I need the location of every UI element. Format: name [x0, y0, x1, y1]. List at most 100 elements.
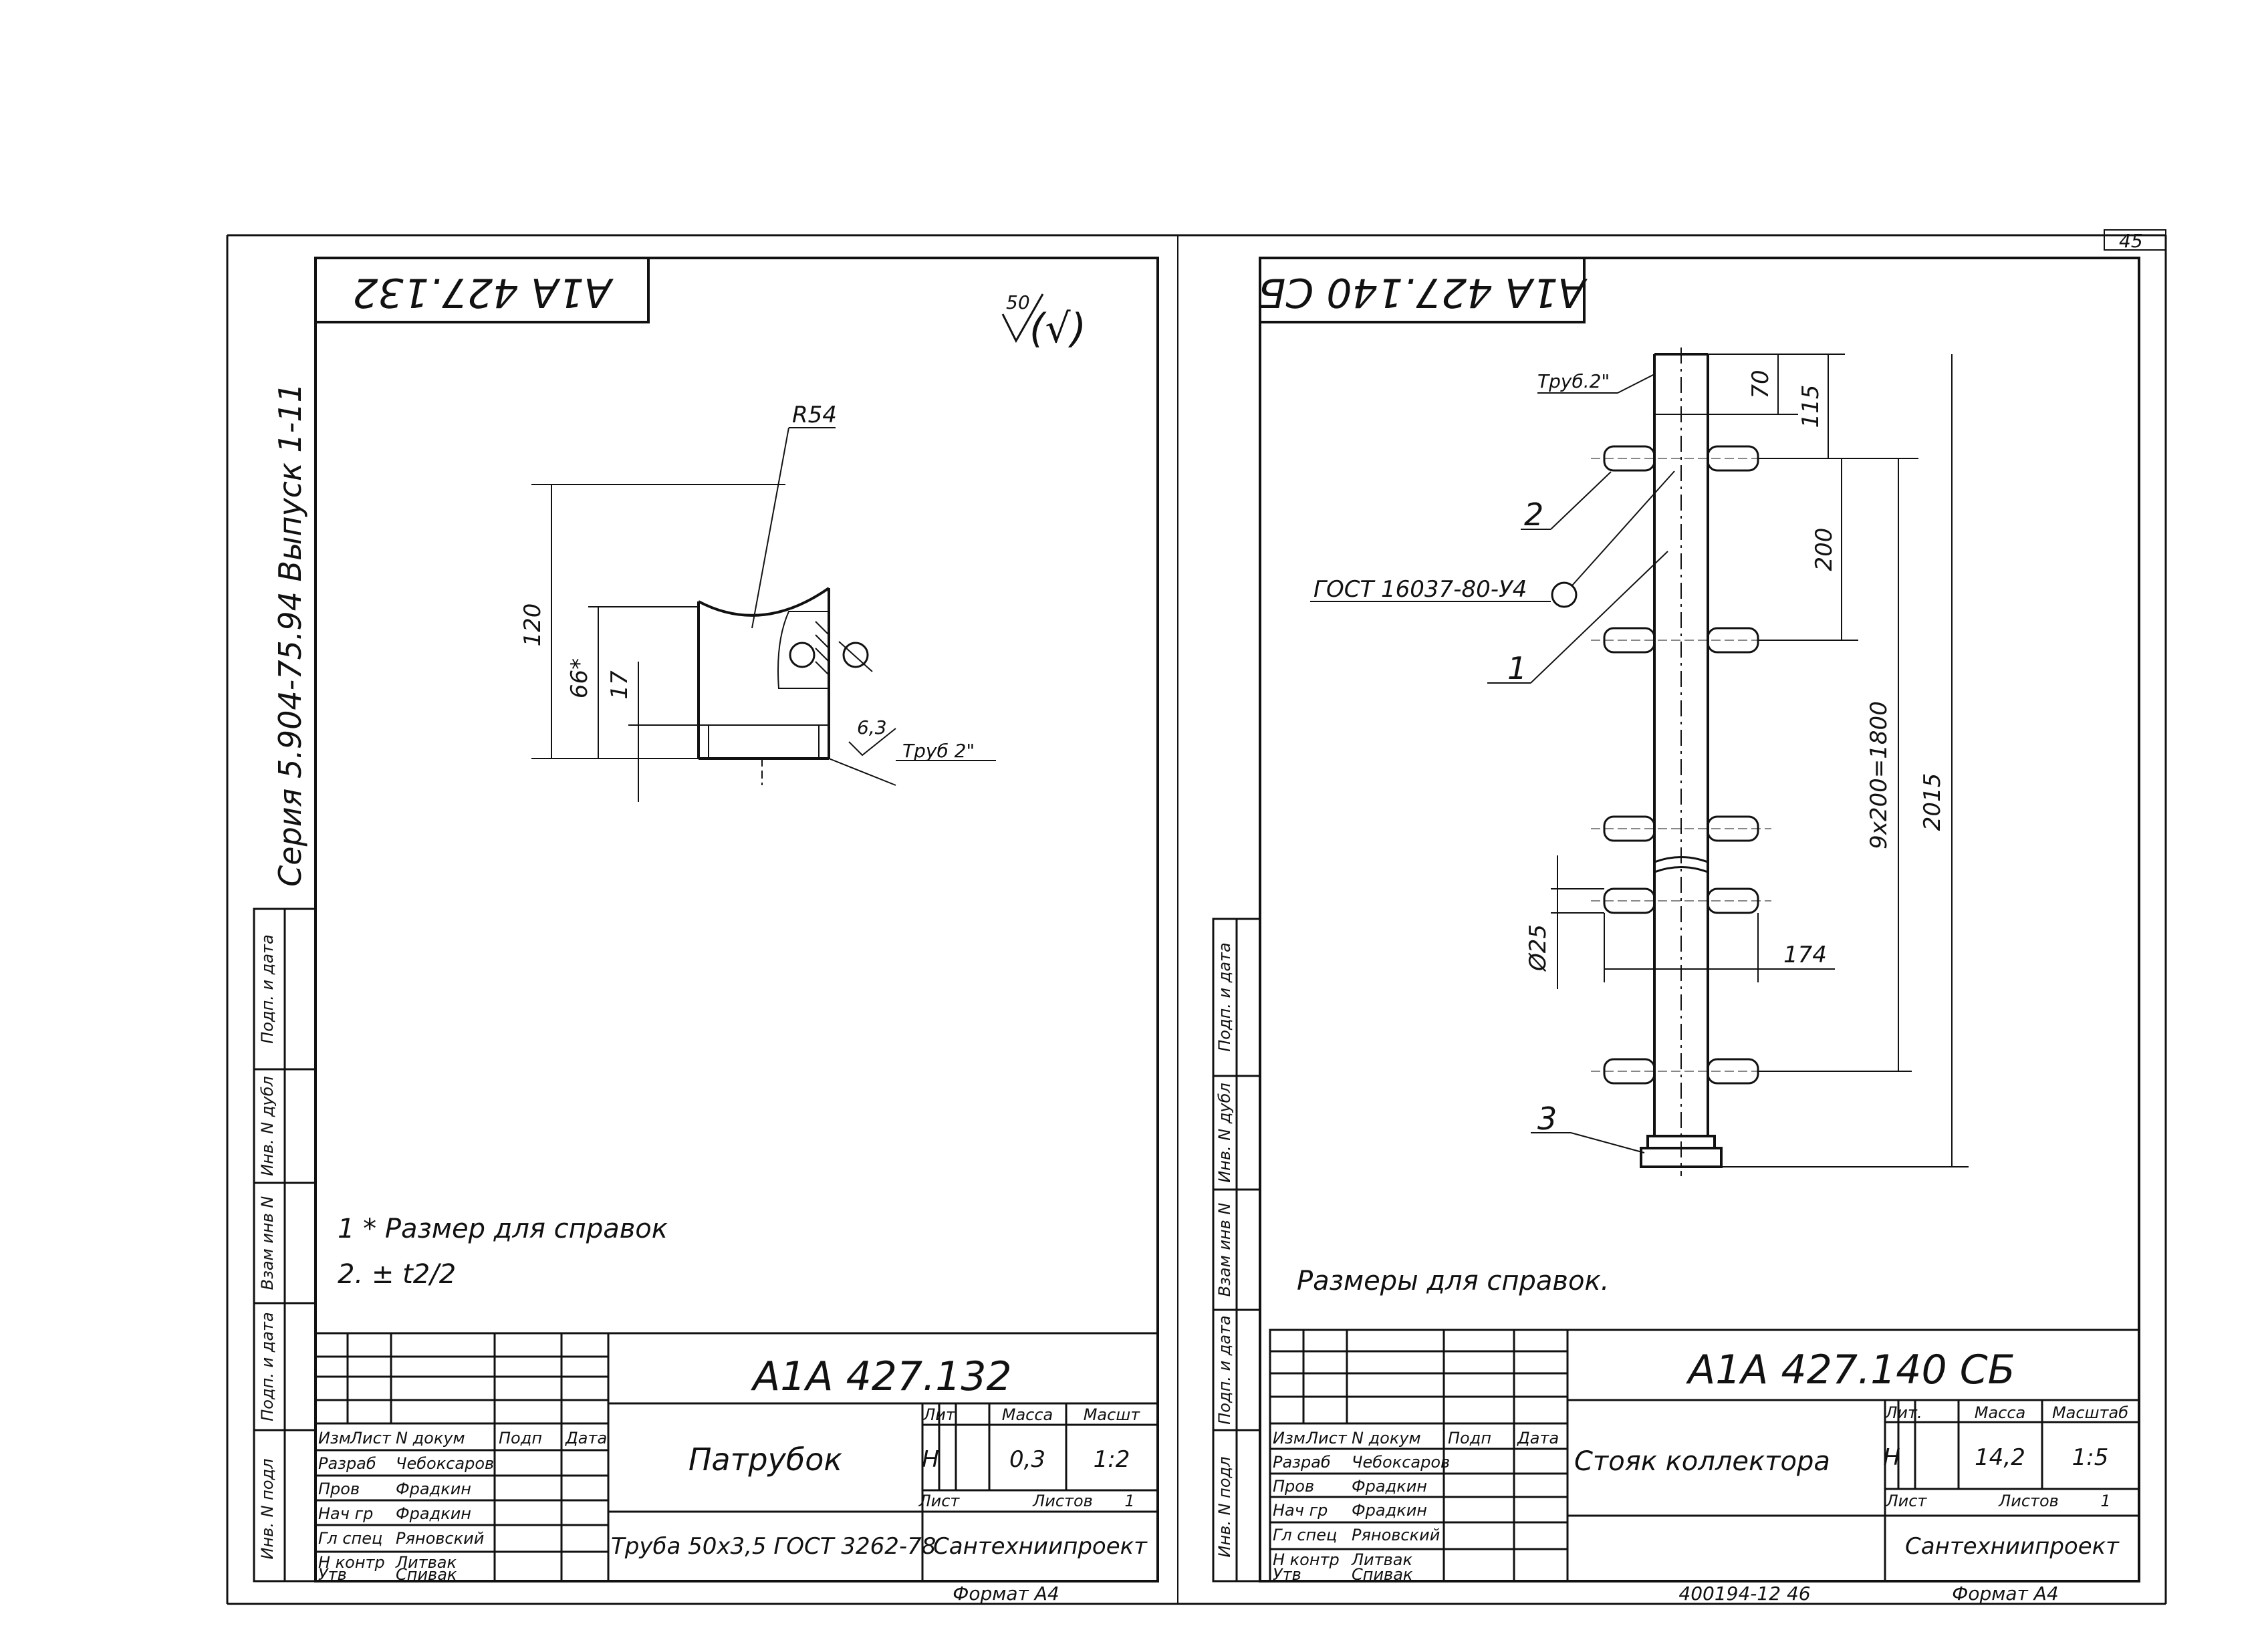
- left-row2-name: Фрадкин: [396, 1480, 471, 1498]
- right-hdr-date: Дата: [1517, 1429, 1559, 1448]
- dim-height-small: 17: [606, 670, 633, 700]
- left-mass-value: 0,3: [1009, 1446, 1045, 1473]
- left-row3-name: Фрадкин: [396, 1504, 471, 1523]
- right-stamp-5: Подп. и дата: [1215, 942, 1234, 1052]
- right-top-code: А1А 427.140 СБ: [1258, 269, 1588, 315]
- left-format: Формат А4: [953, 1582, 1059, 1605]
- right-stamp-1: Инв. N подл: [1215, 1457, 1234, 1558]
- dim-wall-rough: 6,3: [857, 716, 887, 738]
- right-title-block: [1269, 1329, 2140, 1582]
- left-title-name: Патрубок: [688, 1441, 843, 1478]
- left-stamp-2: Подп. и дата: [258, 1312, 277, 1421]
- left-row6-role: Утв: [318, 1565, 347, 1584]
- left-material: Труба 50х3,5 ГОСТ 3262-78: [611, 1533, 936, 1560]
- left-mass-label: Масса: [1002, 1405, 1053, 1424]
- dim-200: 200: [1811, 528, 1838, 571]
- callout-3: 3: [1537, 1101, 1557, 1137]
- right-hdr-sign: Подп: [1448, 1429, 1491, 1448]
- dim-pipe-diameter: Ø25: [1525, 924, 1551, 972]
- left-row6-name: Спивак: [396, 1565, 457, 1584]
- right-row6-name: Спивак: [1352, 1565, 1413, 1584]
- right-doc-number: 400194-12 46: [1678, 1582, 1810, 1605]
- roughness-suffix: (√): [1029, 305, 1086, 352]
- sheet-frame: [226, 234, 2167, 1605]
- left-sheet-label: Лист: [918, 1492, 961, 1510]
- left-lit-value: Н: [922, 1446, 939, 1473]
- right-row5-name: Литвак: [1351, 1550, 1412, 1569]
- dim-9x200: 9х200=1800: [1866, 701, 1892, 849]
- left-hdr-list: Лист: [350, 1429, 392, 1448]
- roughness-value: 50: [1006, 291, 1030, 313]
- left-side-label: Серия 5.904-75.94 Выпуск 1-11: [272, 383, 308, 887]
- left-hdr-date: Дата: [565, 1429, 607, 1448]
- right-row2-name: Фрадкин: [1352, 1477, 1427, 1496]
- left-row1-role: Разраб: [318, 1454, 376, 1473]
- left-hdr-doc: N докум: [396, 1429, 465, 1448]
- dim-70: 70: [1747, 370, 1774, 398]
- right-org: Сантехниипроект: [1905, 1533, 2120, 1560]
- left-row2-role: Пров: [318, 1480, 360, 1498]
- right-hdr-list: Лист: [1305, 1429, 1348, 1448]
- left-row5-role: Н контр: [318, 1553, 385, 1572]
- left-sheets-label: Листов: [1032, 1492, 1093, 1510]
- left-row1-name: Чебоксаров: [396, 1454, 494, 1473]
- left-side-stamp: [253, 908, 317, 1582]
- dim-2015: 2015: [1919, 773, 1946, 831]
- right-pipe-label: Труб.2": [1537, 370, 1610, 392]
- right-stamp-3: Взам инв N: [1215, 1203, 1234, 1297]
- right-scale-label: Масштаб: [2052, 1403, 2128, 1422]
- right-note: Размеры для справок.: [1297, 1266, 1609, 1296]
- left-note-2: 2. ± t2/2: [338, 1259, 456, 1290]
- left-sheets-value: 1: [1124, 1492, 1134, 1510]
- left-row4-name: Ряновский: [396, 1529, 484, 1548]
- left-lit-label: Лит: [922, 1405, 956, 1424]
- right-format: Формат А4: [1952, 1582, 2058, 1605]
- right-lit-value: Н: [1883, 1444, 1900, 1471]
- right-stamp-2: Подп. и дата: [1215, 1315, 1234, 1425]
- right-hdr-doc: N докум: [1352, 1429, 1421, 1448]
- right-sheet: А1А 427.140 СБ Инв. N подл Подп. и дата …: [1212, 257, 2140, 1605]
- right-row1-role: Разраб: [1273, 1453, 1331, 1472]
- page-number-tab: 45: [2104, 229, 2166, 252]
- left-org: Сантехниипроект: [933, 1533, 1148, 1560]
- left-note-1: 1 * Размер для справок: [338, 1214, 668, 1244]
- right-sheet-label: Лист: [1886, 1492, 1928, 1510]
- right-sheets-label: Листов: [1998, 1492, 2059, 1510]
- right-row5-role: Н контр: [1273, 1550, 1340, 1569]
- right-row3-role: Нач гр: [1273, 1501, 1328, 1520]
- right-lit-label: Лит.: [1884, 1403, 1922, 1422]
- callout-1: 1: [1507, 650, 1527, 686]
- left-stamp-3: Взам инв N: [258, 1196, 277, 1290]
- dim-total-height: 120: [519, 603, 546, 647]
- right-sheets-value: 1: [2100, 1492, 2110, 1510]
- right-row1-name: Чебоксаров: [1352, 1453, 1450, 1472]
- roughness-symbol: 50 (√): [1001, 291, 1086, 352]
- callout-2: 2: [1524, 497, 1543, 533]
- left-hdr-izm: Изм: [318, 1429, 351, 1448]
- left-sheet: А1А 427.132 50 (√) Серия 5.904-75.94 Вып…: [253, 257, 1159, 1605]
- right-side-stamp: [1212, 918, 1261, 1582]
- right-title-code: А1А 427.140 СБ: [1685, 1347, 2015, 1393]
- right-mass-label: Масса: [1975, 1403, 2026, 1422]
- right-hdr-izm: Изм: [1273, 1429, 1305, 1448]
- left-pipe-label: Труб 2": [902, 740, 975, 762]
- left-title-code: А1А 427.132: [750, 1353, 1011, 1400]
- page-number: 45: [2119, 230, 2143, 252]
- right-row3-name: Фрадкин: [1352, 1501, 1427, 1520]
- left-scale-value: 1:2: [1094, 1446, 1130, 1473]
- dim-115: 115: [1797, 385, 1824, 428]
- right-row2-role: Пров: [1273, 1477, 1314, 1496]
- right-title-name: Стояк коллектора: [1574, 1446, 1830, 1477]
- weld-gost-label: ГОСТ 16037-80-У4: [1313, 576, 1527, 603]
- left-top-code: А1А 427.132: [352, 269, 614, 315]
- left-hdr-sign: Подп: [499, 1429, 542, 1448]
- left-scale-label: Масшт: [1084, 1405, 1141, 1424]
- left-row5-name: Литвак: [395, 1553, 457, 1572]
- left-part-drawing: [531, 427, 996, 802]
- left-stamp-4: Инв. N дубл: [258, 1076, 277, 1176]
- dim-height-ref: 66*: [566, 658, 593, 698]
- right-stamp-4: Инв. N дубл: [1215, 1083, 1234, 1183]
- left-title-block: [314, 1332, 1159, 1582]
- dim-radius: R54: [792, 402, 837, 428]
